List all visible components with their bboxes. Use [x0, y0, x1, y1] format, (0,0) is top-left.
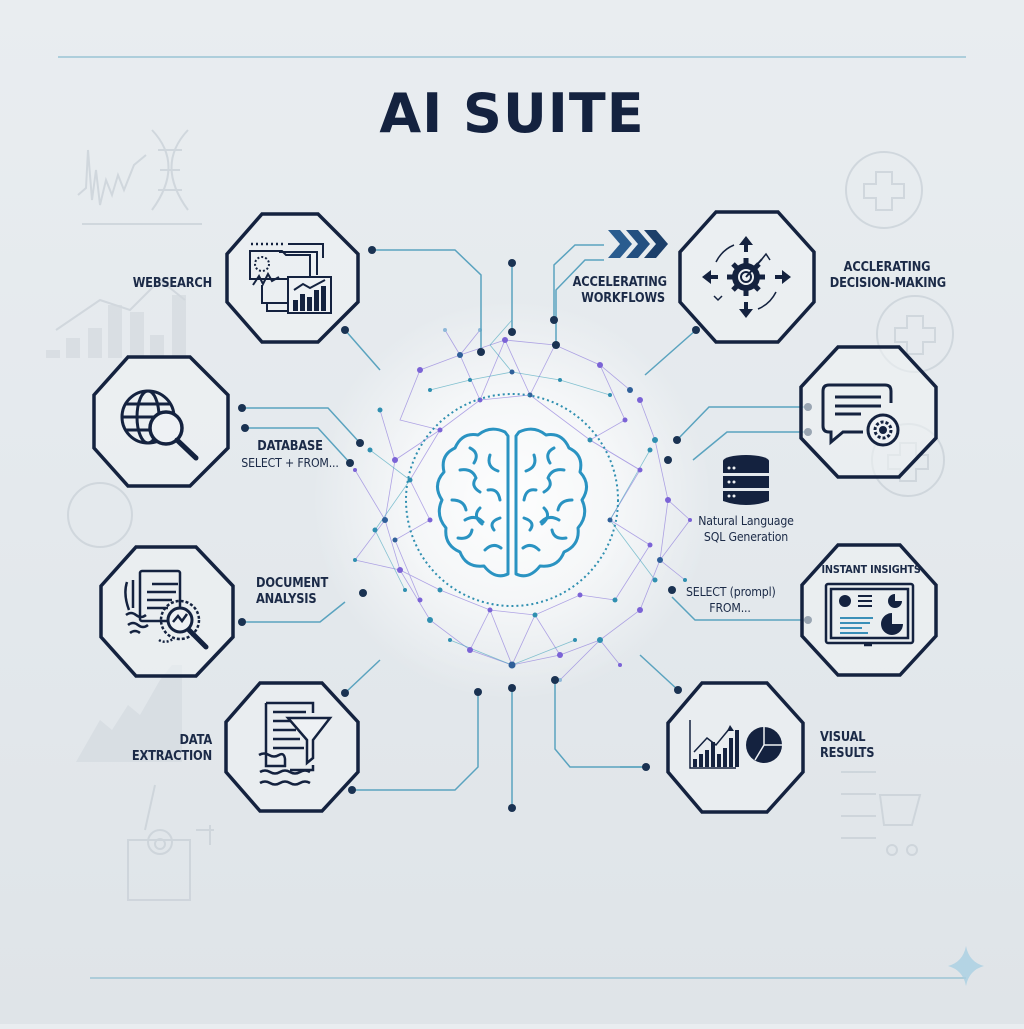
- document-label-line1: DOCUMENT: [256, 576, 329, 591]
- label-visual-results: VISUAL RESULTS: [820, 730, 890, 762]
- database-label-line1: DATABASE: [257, 439, 323, 454]
- workflows-label-line1: ACCELERATING: [572, 275, 667, 290]
- nlsql-label-line2: SQL Generation: [703, 529, 789, 544]
- websearch-label: WEBSEARCH: [132, 276, 212, 291]
- center-network: [312, 300, 712, 700]
- background-bar-chart: [46, 295, 186, 762]
- gear-target-arrows-icon: [702, 236, 791, 318]
- workflows-label-line2: WORKFLOWS: [581, 291, 665, 306]
- document-funnel-icon: [258, 701, 333, 786]
- label-instant-insights: INSTANT INSIGHTS: [821, 562, 920, 578]
- octagon-document: [99, 545, 235, 678]
- select-label-line1: SELECT (prompl): [686, 584, 776, 599]
- outer-frame: [57, 56, 967, 979]
- decision-label-line2: DECISION-MAKING: [829, 276, 947, 291]
- connector-lines: [242, 244, 808, 808]
- dotted-ring: [405, 393, 619, 607]
- database-icon: [723, 455, 769, 505]
- extraction-label-line1: DATA: [179, 733, 212, 748]
- label-select-prompt: SELECT (prompl) FROM...: [686, 584, 776, 616]
- chevrons-right-icon: [608, 230, 668, 258]
- label-websearch: WEBSEARCH: [131, 276, 212, 292]
- select-label-line2: FROM...: [709, 600, 751, 615]
- globe-search-icon: [120, 389, 199, 461]
- brain-icon: [436, 427, 588, 578]
- chat-gear-icon: [821, 383, 900, 447]
- database-label-line2: SELECT + FROM...: [241, 455, 339, 470]
- decision-label-line1: ACCLERATING: [843, 260, 931, 275]
- visual-label-line2: RESULTS: [820, 746, 875, 761]
- octagon-chat: [799, 345, 938, 479]
- label-nl-sql: Natural Language SQL Generation: [693, 513, 799, 545]
- insights-label: INSTANT INSIGHTS: [821, 563, 921, 576]
- extraction-label-line2: EXTRACTION: [131, 749, 212, 764]
- dashboard-monitor-icon: [824, 582, 915, 647]
- label-accelerating-workflows: ACCELERATING WORKFLOWS: [572, 275, 667, 307]
- label-decision-making: ACCLERATING DECISION-MAKING: [829, 260, 947, 292]
- label-document-analysis: DOCUMENT ANALYSIS: [256, 576, 335, 608]
- label-database: DATABASE SELECT + FROM...: [237, 439, 343, 471]
- visual-label-line1: VISUAL: [820, 730, 866, 745]
- label-data-extraction: DATA EXTRACTION: [124, 733, 212, 765]
- page-title: AI SUITE: [379, 82, 645, 145]
- nlsql-label-line1: Natural Language: [698, 513, 794, 528]
- bar-pie-chart-icon: [689, 720, 782, 769]
- document-magnifier-icon: [124, 569, 209, 650]
- sparkle-icon: [948, 946, 984, 986]
- document-label-line2: ANALYSIS: [256, 592, 317, 607]
- dashboard-charts-icon: [249, 242, 332, 314]
